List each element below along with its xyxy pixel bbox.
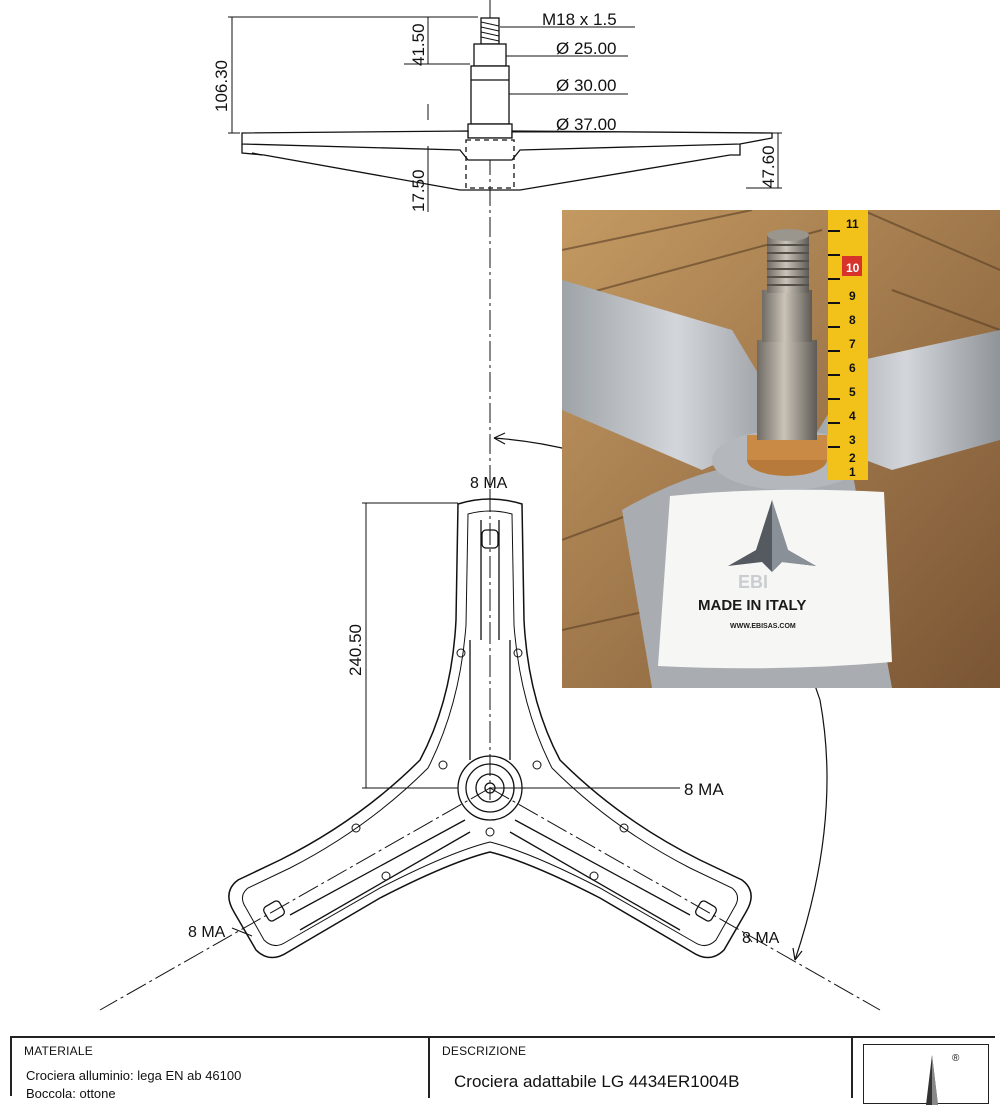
thread-spec-label: M18 x 1.5 xyxy=(542,10,617,29)
ebi-logo-icon xyxy=(728,500,816,572)
registered-mark: ® xyxy=(952,1053,960,1064)
length-240-50-label: 240.50 xyxy=(346,624,365,676)
tape-number: 5 xyxy=(849,385,856,399)
ebi-logo-icon: ® xyxy=(926,1053,960,1105)
tape-number: 8 xyxy=(849,313,856,327)
height-41-50-label: 41.50 xyxy=(409,23,428,66)
website-text: WWW.EBISAS.COM xyxy=(730,623,796,630)
tape-number: 2 xyxy=(849,451,856,465)
brand-text: EBI xyxy=(738,572,768,592)
tape-number: 7 xyxy=(849,337,856,351)
diameter-30-label: Ø 30.00 xyxy=(556,76,617,95)
tape-number: 3 xyxy=(849,433,856,447)
spider-side-profile xyxy=(241,130,773,191)
description-text: Crociera adattabile LG 4434ER1004B xyxy=(454,1072,740,1091)
tape-number: 9 xyxy=(849,289,856,303)
tape-number: 10 xyxy=(846,261,860,275)
material-line-2: Boccola: ottone xyxy=(26,1086,116,1101)
callout-center: 8 MA xyxy=(684,780,724,799)
made-in-italy-label: EBI MADE IN ITALY WWW.EBISAS.COM xyxy=(658,489,892,669)
material-header: MATERIALE xyxy=(24,1044,93,1058)
tape-number: 11 xyxy=(846,217,859,231)
callout-top: 8 MA xyxy=(470,475,508,492)
tape-number: 6 xyxy=(849,361,856,375)
material-line-1: Crociera alluminio: lega EN ab 46100 xyxy=(26,1068,242,1083)
made-in-italy-text: MADE IN ITALY xyxy=(698,597,806,614)
diameter-25-label: Ø 25.00 xyxy=(556,39,617,58)
product-photo: 11 10 9 8 7 6 5 4 3 2 1 EBI MADE IN ITAL… xyxy=(562,210,1000,688)
tape-number: 4 xyxy=(849,409,856,423)
shaft-side-view xyxy=(467,17,513,139)
height-106-30-label: 106.30 xyxy=(212,60,231,112)
height-47-60-label: 47.60 xyxy=(759,145,778,188)
callout-left: 8 MA xyxy=(188,924,226,941)
height-17-50-label: 17.50 xyxy=(409,169,428,212)
logo-cell: ® xyxy=(853,1038,995,1105)
material-cell: MATERIALE Crociera alluminio: lega EN ab… xyxy=(12,1038,430,1101)
description-cell: DESCRIZIONE Crociera adattabile LG 4434E… xyxy=(430,1038,853,1098)
logo-box: ® xyxy=(863,1044,989,1105)
tape-number: 1 xyxy=(849,465,856,479)
title-block: MATERIALE Crociera alluminio: lega EN ab… xyxy=(10,1036,995,1105)
callout-right: 8 MA xyxy=(742,930,780,947)
diameter-37-label: Ø 37.00 xyxy=(556,115,617,134)
description-header: DESCRIZIONE xyxy=(442,1044,527,1058)
